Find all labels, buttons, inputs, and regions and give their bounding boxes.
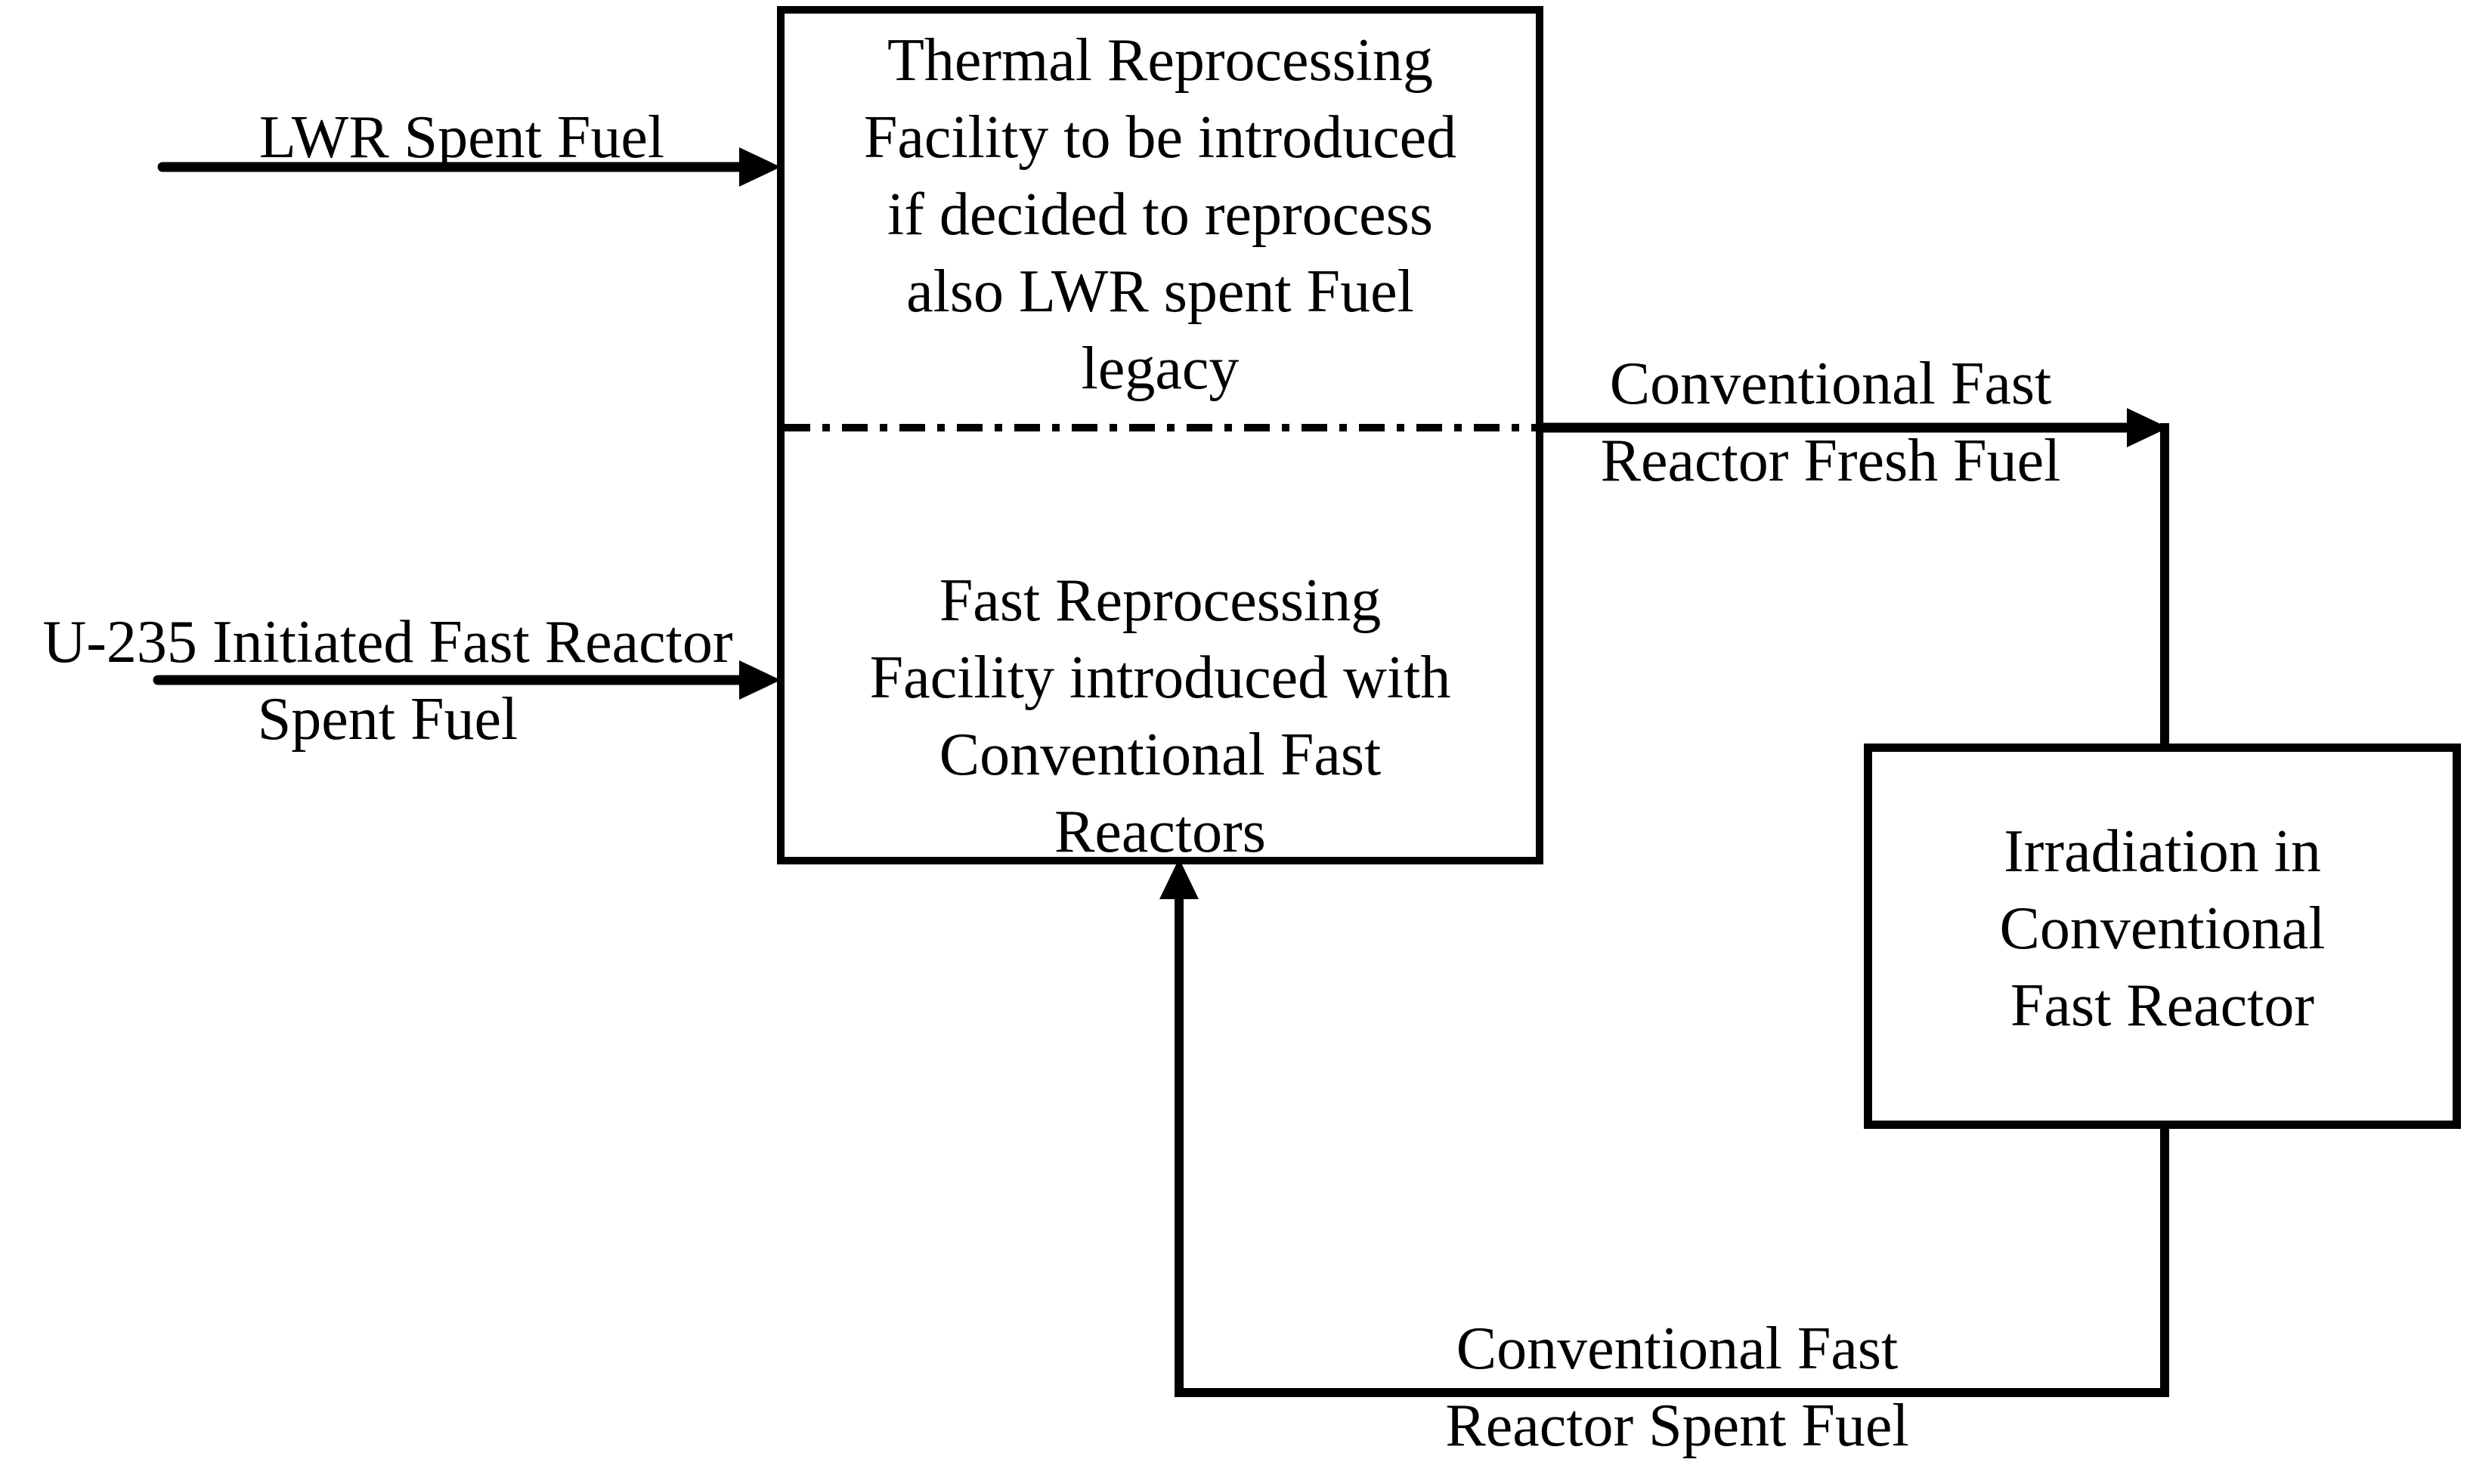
irradiation-line-2: Conventional: [1999, 895, 2326, 962]
irradiation-line-3: Fast Reactor: [2010, 972, 2315, 1039]
irradiation-line-1: Irradiation in: [2004, 818, 2321, 885]
irradiation-label: Irradiation in Conventional Fast Reactor: [1872, 813, 2453, 1044]
thermal-reprocessing-line-5: legacy: [1081, 335, 1240, 402]
spent-fuel-return-path: [1175, 896, 2169, 1397]
u235-spent-fuel-arrowhead-icon: [739, 660, 781, 700]
fast-reprocessing-line-3: Conventional Fast: [939, 722, 1382, 788]
fresh-fuel-arrowhead-icon: [2127, 408, 2168, 447]
u235-spent-fuel-label: U-235 Initiated Fast Reactor Spent Fuel: [6, 604, 769, 758]
fast-reprocessing-line-1: Fast Reprocessing: [939, 567, 1382, 634]
fast-reprocessing-label: Fast Reprocessing Facility introduced wi…: [785, 562, 1536, 870]
fresh-fuel-line-2: Reactor Fresh Fuel: [1600, 428, 2061, 494]
thermal-reprocessing-label: Thermal Reprocessing Facility to be intr…: [785, 22, 1536, 407]
spent-fuel-return-arrowhead-icon: [1159, 858, 1199, 899]
reprocessing-facility-box: [777, 6, 1543, 864]
thermal-reprocessing-line-2: Facility to be introduced: [863, 104, 1457, 171]
fresh-fuel-line-1: Conventional Fast: [1609, 351, 2052, 417]
spent-fuel-return-label: Conventional Fast Reactor Spent Fuel: [1375, 1310, 1979, 1464]
u235-spent-fuel-line-1: U-235 Initiated Fast Reactor: [42, 609, 733, 676]
irradiation-reactor-box: [1864, 744, 2461, 1129]
fast-reprocessing-line-2: Facility introduced with: [869, 645, 1451, 711]
u235-spent-fuel-line-2: Spent Fuel: [257, 686, 518, 753]
thermal-reprocessing-line-3: if decided to reprocess: [887, 181, 1433, 248]
thermal-reprocessing-line-1: Thermal Reprocessing: [887, 27, 1433, 94]
spent-fuel-return-line-1: Conventional Fast: [1456, 1316, 1899, 1382]
spent-fuel-return-line-2: Reactor Spent Fuel: [1445, 1393, 1909, 1459]
lwr-spent-fuel-label: LWR Spent Fuel: [258, 104, 665, 171]
thermal-reprocessing-line-4: also LWR spent Fuel: [906, 258, 1414, 325]
fresh-fuel-label: Conventional Fast Reactor Fresh Fuel: [1551, 345, 2110, 499]
lwr-spent-fuel-arrowhead-icon: [739, 147, 781, 187]
fast-reprocessing-line-4: Reactors: [1054, 799, 1266, 865]
